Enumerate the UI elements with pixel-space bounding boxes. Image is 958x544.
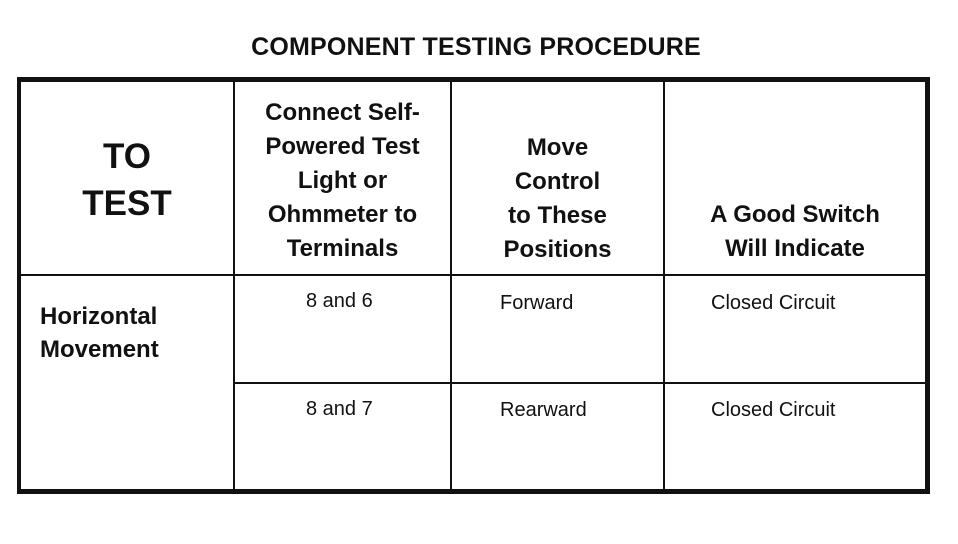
row-2-result: Closed Circuit [711,399,836,421]
group-label-horizontal-movement: Horizontal Movement [40,303,159,363]
row-divider [235,382,925,384]
header-move-control: Move Control to These Positions [503,134,612,263]
header-connect-terminals: Connect Self- Powered Test Light or Ohmm… [265,99,420,262]
header-divider [21,274,925,276]
procedure-table [17,77,930,494]
row-1-result: Closed Circuit [711,292,836,314]
row-1-position: Forward [500,292,574,314]
row-2-terminals: 8 and 7 [306,398,373,420]
page-title: COMPONENT TESTING PROCEDURE [0,33,958,62]
header-good-switch: A Good Switch Will Indicate [710,201,880,262]
column-divider [663,82,665,489]
title-text: COMPONENT TESTING PROCEDURE [251,33,701,61]
header-to-test: TO TEST [82,137,172,223]
row-2-position: Rearward [500,399,587,421]
column-divider [450,82,452,489]
column-divider [233,82,235,489]
row-1-terminals: 8 and 6 [306,290,373,312]
